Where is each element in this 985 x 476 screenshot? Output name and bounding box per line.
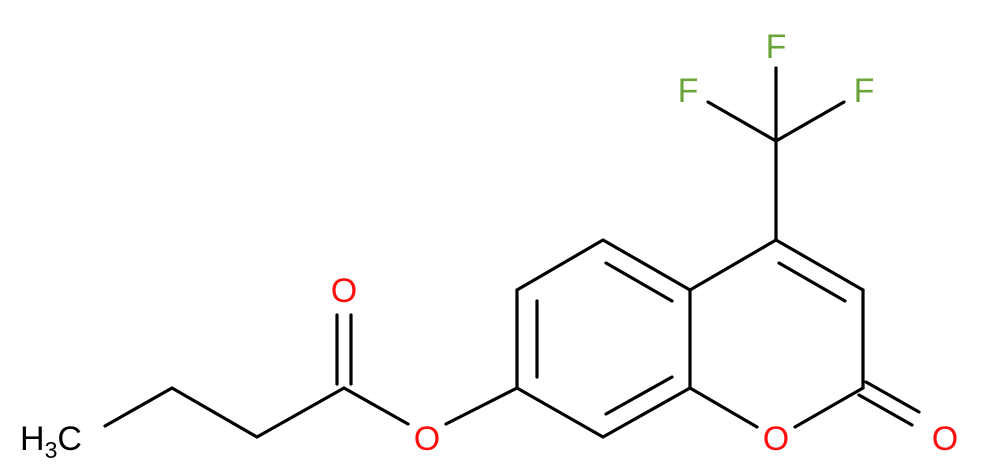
methyl-c: C — [57, 420, 82, 458]
bond-c6-c5 — [515, 238, 605, 292]
bond-c8a-c8-inner — [604, 375, 674, 416]
bond-c2-o-double-b — [864, 380, 921, 414]
bonds — [103, 66, 921, 439]
oxygen-ring-label: O — [763, 420, 789, 458]
bond-carbonyl-o-ether — [342, 386, 410, 426]
bond-c5-c4a-inner — [604, 261, 674, 303]
fluorine-right-label: F — [854, 72, 875, 110]
bond-c4-c3 — [774, 238, 865, 292]
methyl-h: H — [20, 420, 45, 458]
bond-c8a-c8 — [601, 386, 692, 439]
oxygen-ester-ether-label: O — [414, 420, 440, 458]
bond-c5-c4a — [601, 238, 692, 292]
bond-c2-o-double-a — [857, 393, 914, 427]
bond-o1-c8a — [688, 386, 759, 429]
fluorine-left-label: F — [678, 72, 699, 110]
fluorine-top-label: F — [766, 28, 787, 66]
bond-c4-c3-inner — [777, 261, 847, 303]
bond-c3-carbonyl — [255, 386, 346, 439]
bond-c2-o1 — [793, 386, 865, 429]
bond-cf3-f-left — [706, 100, 778, 143]
bond-c4a-c4 — [688, 238, 778, 292]
bond-c2-c3 — [170, 386, 259, 439]
methyl-group-label: H3C — [20, 420, 82, 463]
methyl-subscript: 3 — [45, 437, 58, 463]
atom-labels: F F F O O O O H3C — [20, 28, 958, 463]
bond-c8-c7 — [515, 386, 605, 439]
oxygen-ester-carbonyl-label: O — [331, 272, 357, 310]
bond-o-ether-c7 — [444, 386, 519, 426]
bond-cf3-f-right — [774, 100, 846, 143]
oxygen-lactone-carbonyl-label: O — [932, 420, 958, 458]
bond-methyl-c2 — [103, 386, 174, 428]
